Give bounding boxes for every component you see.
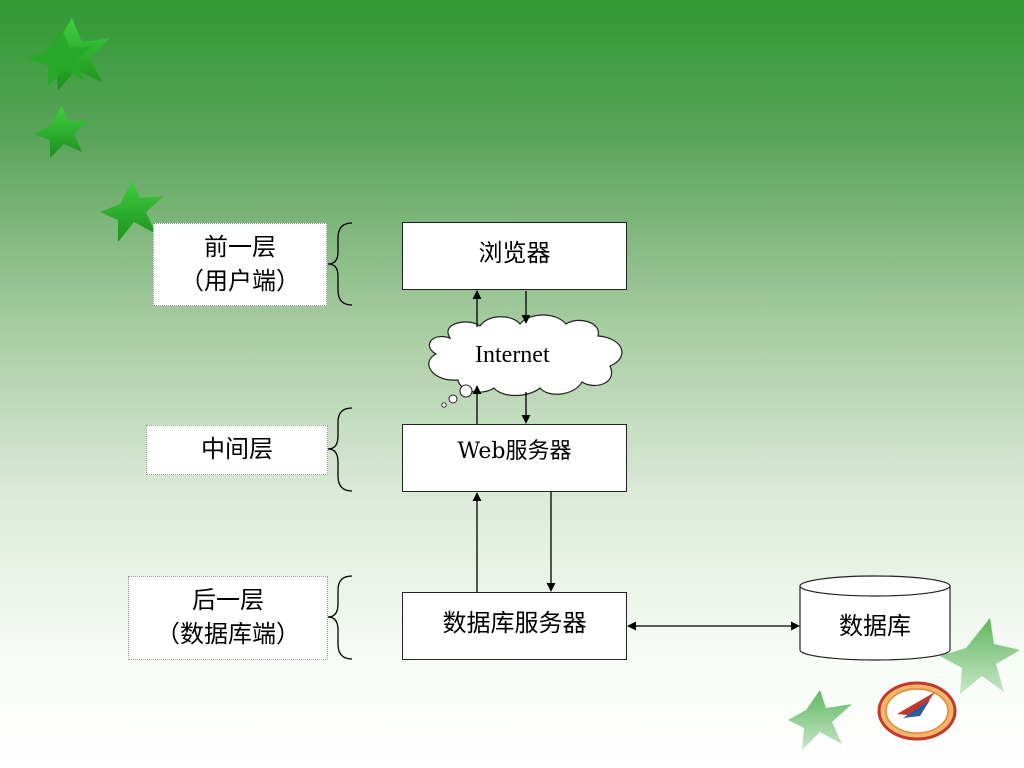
layer-front-line1: 前一层 <box>204 232 276 261</box>
layer-label-middle: 中间层 <box>146 425 328 475</box>
web-server-label: Web服务器 <box>457 439 572 464</box>
layer-back-line1: 后一层 <box>192 586 264 615</box>
db-server-label: 数据库服务器 <box>442 609 587 637</box>
school-logo-icon <box>877 681 957 741</box>
star-decoration-icon <box>28 18 110 90</box>
brace-middle <box>327 407 353 492</box>
brace-back <box>327 575 353 660</box>
star-decoration-icon <box>940 618 1020 694</box>
web-server-box: Web服务器 <box>402 424 627 492</box>
database-label: 数据库 <box>839 612 911 640</box>
layer-front-line2: （用户端） <box>180 266 300 295</box>
browser-box: 浏览器 <box>402 222 627 290</box>
layer-label-front: 前一层 （用户端） <box>153 223 327 306</box>
star-decoration-icon <box>34 106 88 158</box>
internet-cloud <box>428 314 623 408</box>
brace-front <box>327 222 353 306</box>
layer-label-back: 后一层 （数据库端） <box>128 576 328 660</box>
layer-back-line2: （数据库端） <box>156 620 300 648</box>
browser-label: 浏览器 <box>478 239 551 267</box>
internet-label: Internet <box>475 342 550 368</box>
db-server-box: 数据库服务器 <box>402 592 627 660</box>
star-decoration-icon <box>788 690 852 750</box>
layer-middle-line1: 中间层 <box>201 435 273 464</box>
database-cylinder <box>799 575 951 661</box>
star-decoration-icon <box>100 180 164 242</box>
